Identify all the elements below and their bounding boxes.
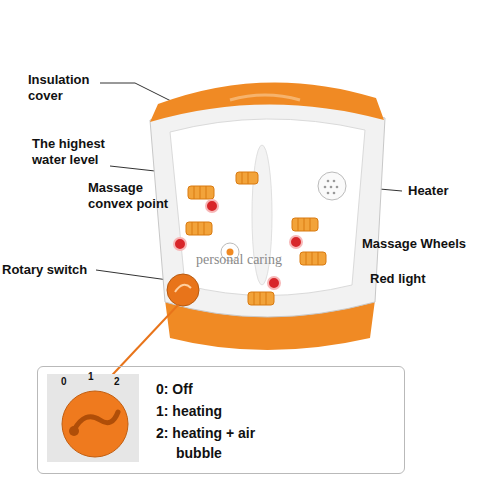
tub-body xyxy=(150,102,385,317)
tub-basin xyxy=(170,119,365,296)
switch-setting: 0: Off xyxy=(156,379,288,399)
cover-ridge xyxy=(230,95,300,100)
leader-line xyxy=(96,270,168,280)
part-label: Heater xyxy=(408,183,448,199)
red-light xyxy=(174,238,186,250)
dial-number: 2 xyxy=(114,376,120,388)
part-label: Insulation cover xyxy=(28,72,108,104)
switch-inset-box: 0: Off1: heating2: heating + air bubble xyxy=(37,366,405,474)
part-label: Massage convex point xyxy=(88,180,178,212)
massage-wheel xyxy=(188,186,214,199)
dial-photo-ground xyxy=(47,374,139,462)
part-label: Rotary switch xyxy=(2,262,87,278)
insulation-cover xyxy=(150,82,384,122)
switch-setting: 2: heating + air bubble xyxy=(156,423,288,463)
massage-wheel xyxy=(248,292,274,305)
heater-dome xyxy=(318,172,346,200)
part-label: Red light xyxy=(370,271,426,287)
massage-wheel xyxy=(292,218,318,231)
wheel-ribs xyxy=(192,172,318,305)
watermark: personal caring xyxy=(196,252,282,268)
dial-number: 0 xyxy=(61,376,67,388)
massage-wheel xyxy=(236,172,258,184)
massage-wheel xyxy=(186,222,212,235)
massage-wheel xyxy=(300,252,326,265)
red-light xyxy=(268,277,280,289)
dial-number: 1 xyxy=(88,371,94,383)
rotary-switch xyxy=(167,274,199,306)
part-label: The highest water level xyxy=(32,136,117,168)
switch-setting: 1: heating xyxy=(156,401,288,421)
red-light xyxy=(206,200,218,212)
red-light xyxy=(290,236,302,248)
part-label: Massage Wheels xyxy=(362,236,466,252)
dial xyxy=(62,391,128,457)
